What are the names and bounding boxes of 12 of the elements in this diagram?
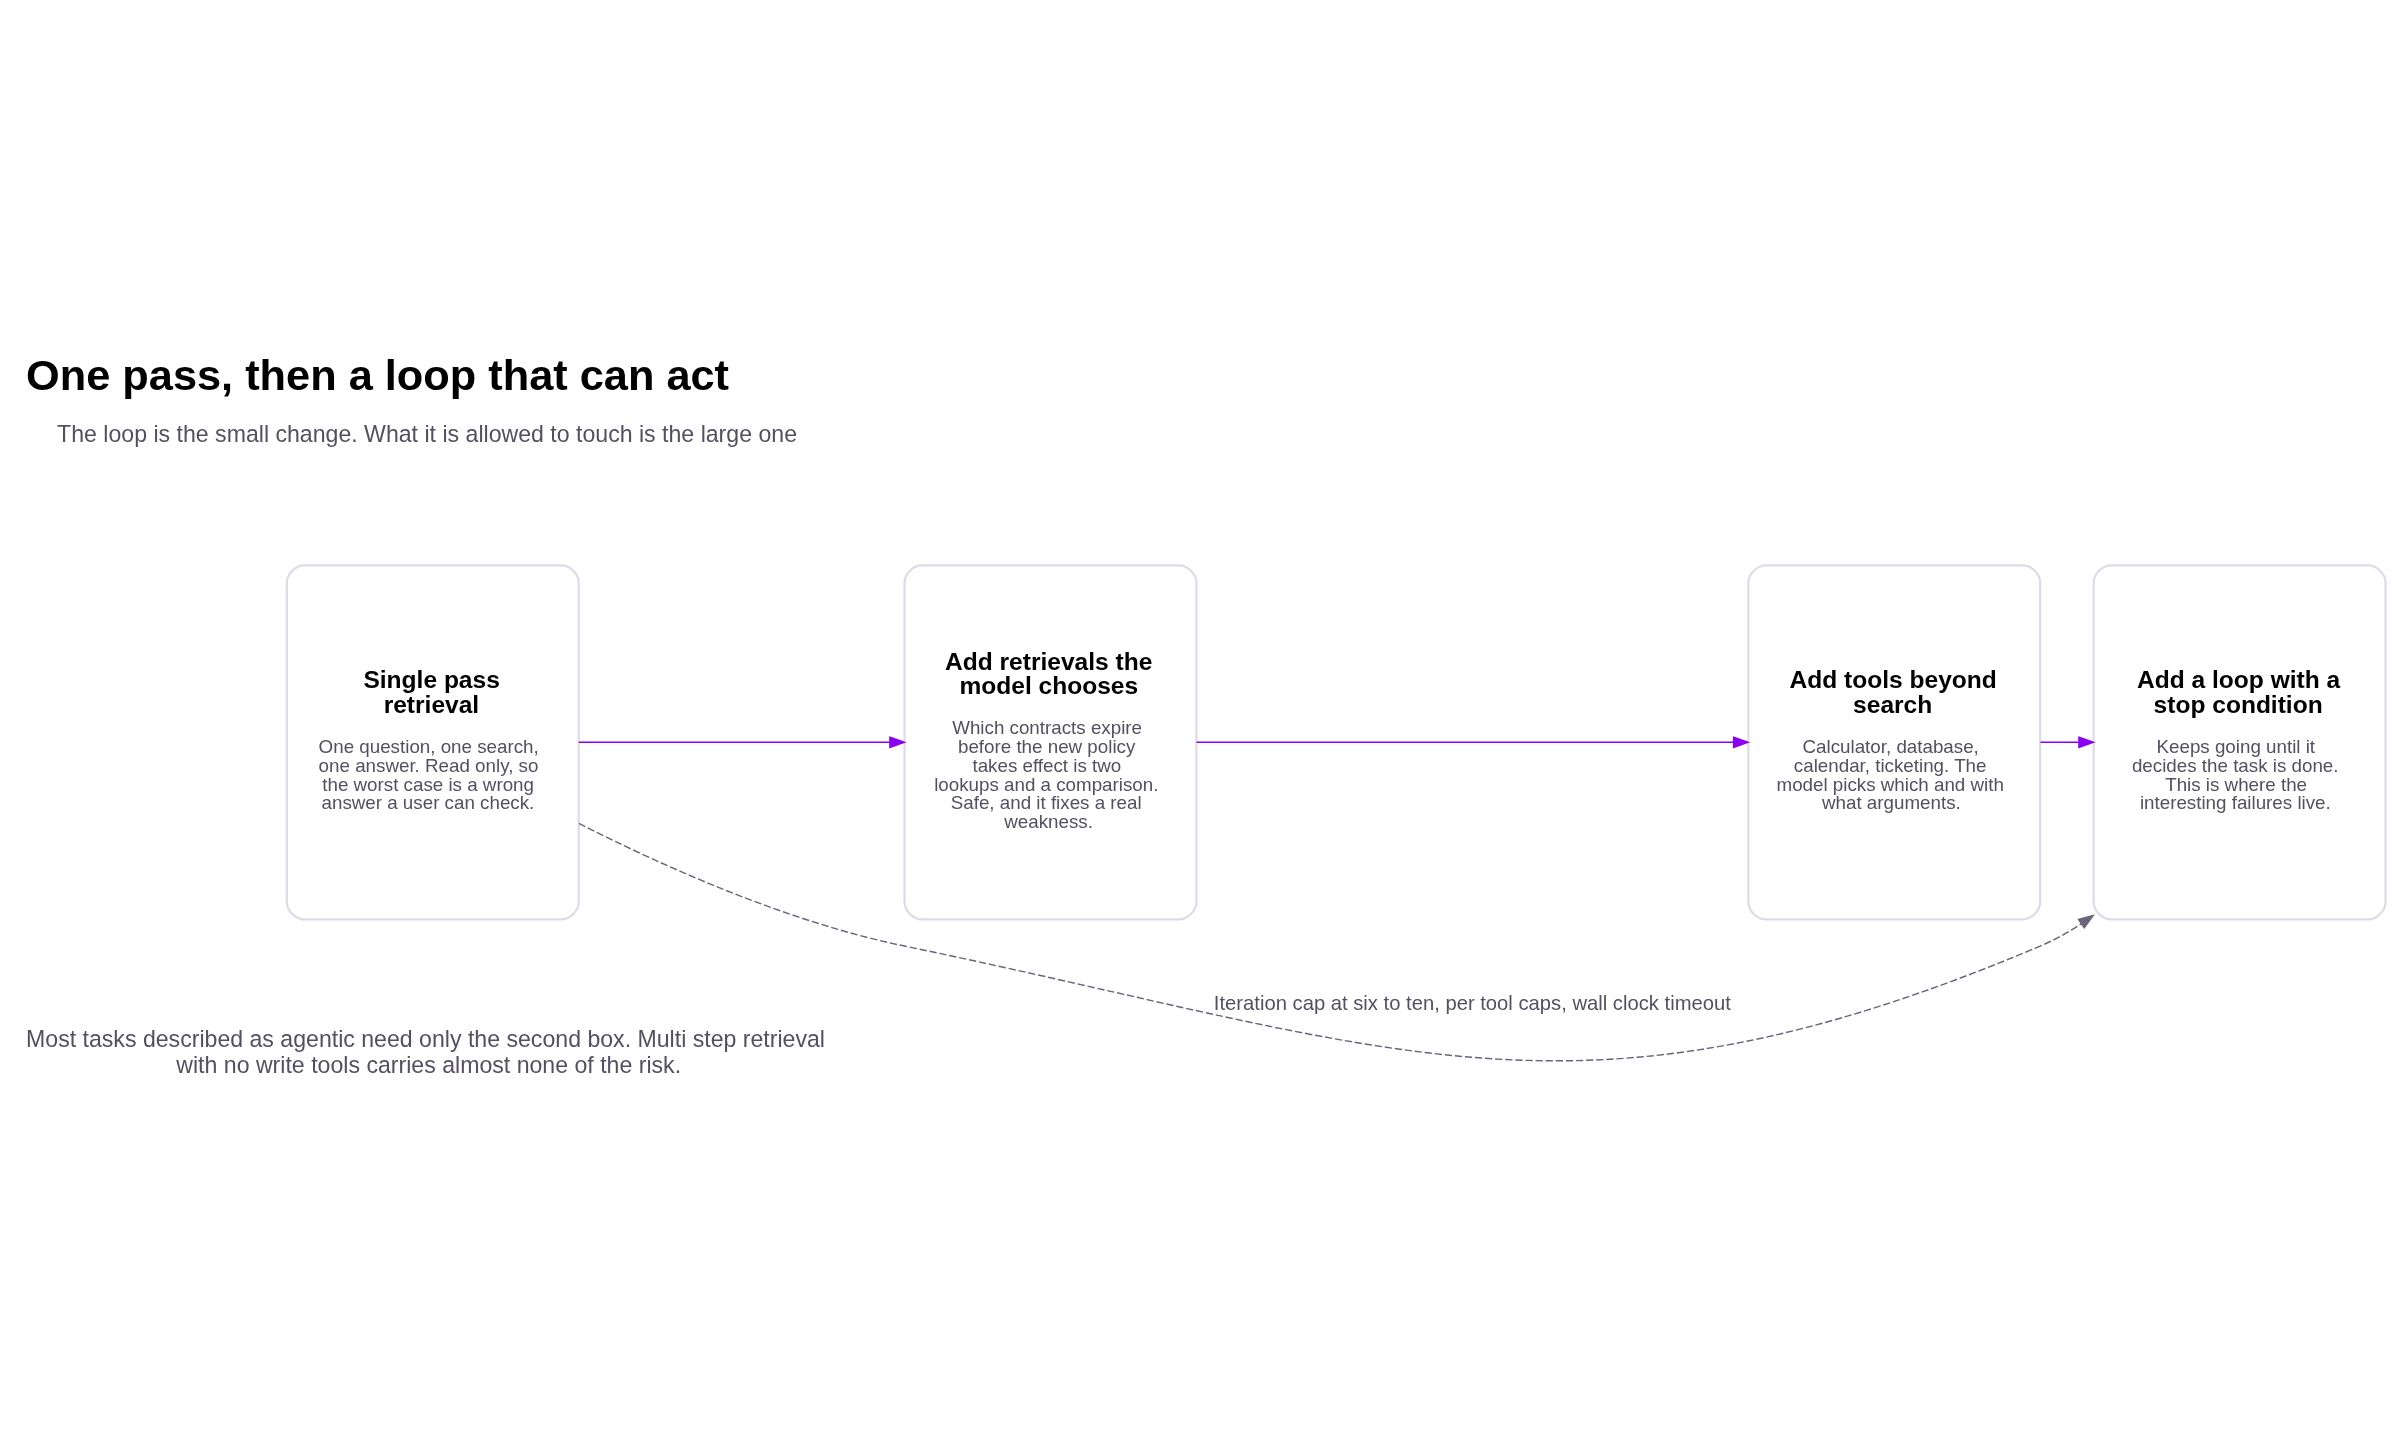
arrow (2039, 735, 2096, 748)
node-box: Add a loop with a stop condition Keeps going until it decides the task is done. This is where the interesting failures live. (2092, 563, 2387, 920)
diagram-title: One pass, then a loop that can act (26, 350, 730, 399)
node-box: Add tools beyond search Calculator, database, calendar, ticketing. The model picks which and with what arguments. (1747, 563, 2042, 920)
edge-label: Iteration cap at six to ten, per tool caps, wall clock timeout (1213, 991, 1731, 1014)
arrow (1195, 735, 1751, 748)
label: Most tasks described as agentic need only the second box. Multi step retrieval with no write tools carries almost none of the risk. (26, 1025, 826, 1078)
node-box: Single pass retrieval One question, one search, one answer. Read only, so the worst case is a wrong answer a user can check. (285, 563, 580, 920)
label: The loop is the small change. What it is allowed to touch is the large one (57, 420, 798, 447)
arrow (578, 822, 2095, 1061)
arrow (578, 735, 907, 748)
node-box: Add retrievals the model chooses Which contracts expire before the new policy takes effect is two lookups and a comparison. Safe, and it fixes a real weakness. (903, 563, 1198, 920)
